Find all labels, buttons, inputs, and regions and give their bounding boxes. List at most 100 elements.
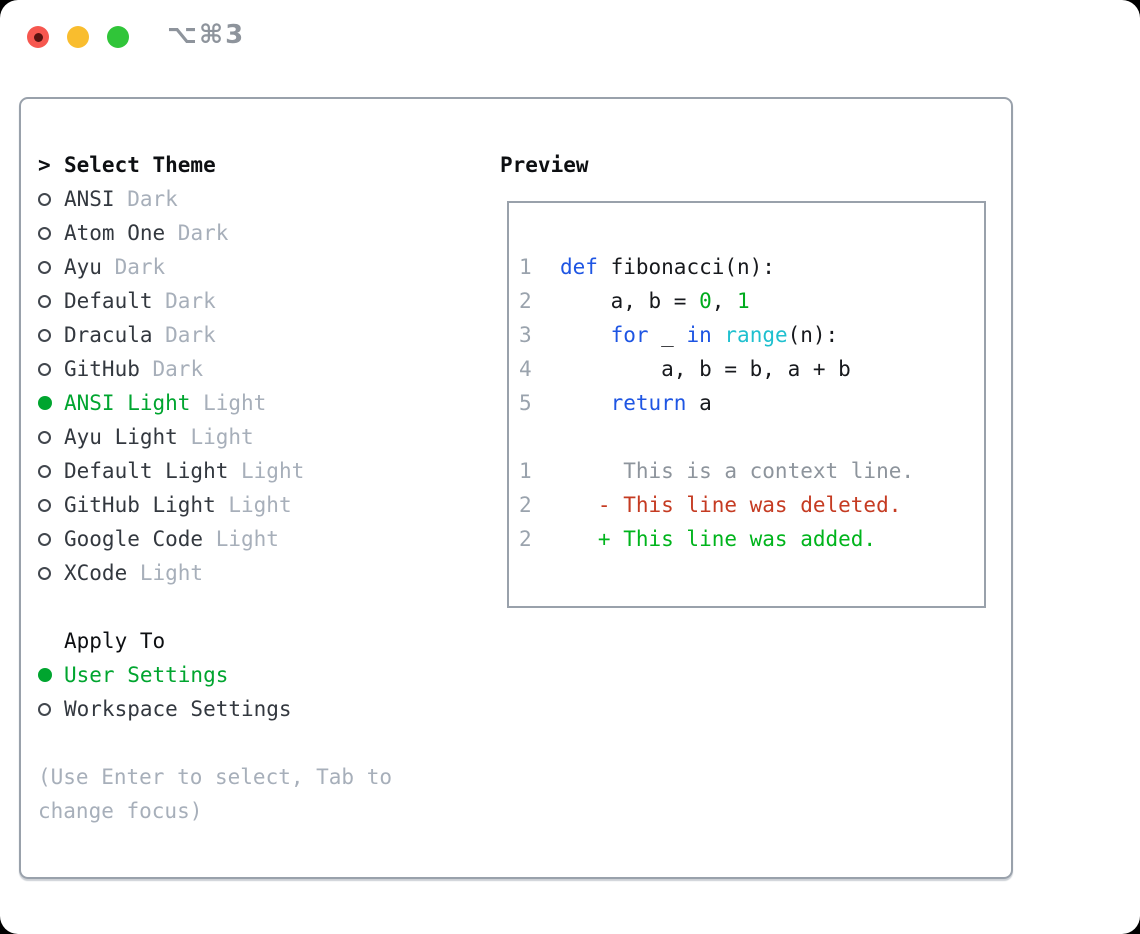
- radio-selected-icon: [38, 396, 52, 410]
- apply-to-option[interactable]: Workspace Settings: [38, 692, 292, 726]
- theme-variant-label: Dark: [165, 323, 216, 347]
- radio-icon: [38, 362, 51, 376]
- code-line: 4 a, b = b, a + b: [519, 352, 984, 386]
- cursor-icon: >: [38, 153, 51, 177]
- radio-slot: [38, 260, 64, 274]
- radio-slot: [38, 532, 64, 546]
- radio-icon: [38, 294, 51, 308]
- theme-list-header: > Select Theme: [38, 148, 304, 182]
- theme-option[interactable]: Default Light Light: [38, 454, 304, 488]
- radio-slot: [38, 464, 64, 478]
- theme-option-label: Atom One Dark: [64, 221, 229, 245]
- apply-to-header-row: Apply To: [38, 624, 292, 658]
- radio-icon: [38, 260, 51, 274]
- radio-icon: [38, 532, 51, 546]
- theme-variant-label: Light: [139, 561, 204, 585]
- radio-icon: [38, 192, 51, 206]
- line-number: 2: [519, 493, 532, 517]
- apply-to-option-label: Workspace Settings: [64, 697, 292, 721]
- line-number: 2: [519, 289, 532, 313]
- theme-option[interactable]: Ayu Light Light: [38, 420, 304, 454]
- theme-option[interactable]: Atom One Dark: [38, 216, 304, 250]
- radio-slot: [38, 668, 64, 682]
- radio-selected-icon: [38, 668, 52, 682]
- diff-line-added: 2 + This line was added.: [519, 522, 984, 556]
- theme-option-label: Ayu Dark: [64, 255, 166, 279]
- theme-variant-label: Dark: [114, 255, 166, 279]
- radio-slot: [38, 328, 64, 342]
- minimize-button[interactable]: [67, 26, 89, 48]
- blank-line: [519, 420, 984, 454]
- theme-list-title: Select Theme: [64, 153, 216, 177]
- preview-title: Preview: [500, 153, 589, 177]
- keyboard-hint: (Use Enter to select, Tab to change focu…: [38, 765, 393, 823]
- unsaved-dot-icon: [33, 32, 43, 42]
- theme-option-label: XCode Light: [64, 561, 204, 585]
- theme-option[interactable]: GitHub Light Light: [38, 488, 304, 522]
- code-line: 2 a, b = 0, 1: [519, 284, 984, 318]
- line-number: 2: [519, 527, 532, 551]
- theme-option-label: Dracula Dark: [64, 323, 216, 347]
- radio-slot: [38, 430, 64, 444]
- radio-icon: [38, 430, 51, 444]
- radio-icon: [38, 498, 51, 512]
- theme-variant-label: Dark: [127, 187, 178, 211]
- theme-option[interactable]: Ayu Dark: [38, 250, 304, 284]
- radio-icon: [38, 464, 51, 478]
- theme-option[interactable]: XCode Light: [38, 556, 304, 590]
- window-controls: [27, 26, 129, 48]
- radio-slot: [38, 226, 64, 240]
- theme-variant-label: Dark: [177, 221, 229, 245]
- apply-to-option[interactable]: User Settings: [38, 658, 292, 692]
- line-number: 5: [519, 391, 532, 415]
- theme-option[interactable]: GitHub Dark: [38, 352, 304, 386]
- theme-dialog-frame: [19, 97, 1013, 879]
- theme-option[interactable]: Dracula Dark: [38, 318, 304, 352]
- diff-line-context: 1 This is a context line.: [519, 454, 984, 488]
- theme-variant-label: Light: [203, 391, 267, 415]
- theme-variant-label: Light: [228, 493, 292, 517]
- theme-option-label: Default Light Light: [64, 459, 305, 483]
- theme-option-label: GitHub Light Light: [64, 493, 292, 517]
- preview-title-row: Preview: [500, 148, 589, 182]
- diff-line-deleted: 2 - This line was deleted.: [519, 488, 984, 522]
- theme-option-label: ANSI Dark: [64, 187, 178, 211]
- radio-slot: [38, 498, 64, 512]
- radio-slot: [38, 566, 64, 580]
- theme-option-label: Ayu Light Light: [64, 425, 254, 449]
- radio-slot: [38, 396, 64, 410]
- diff-sample: 1 This is a context line.2 - This line w…: [519, 454, 984, 556]
- zoom-button[interactable]: [107, 26, 129, 48]
- line-number: 1: [519, 255, 532, 279]
- radio-slot: [38, 192, 64, 206]
- theme-option[interactable]: Google Code Light: [38, 522, 304, 556]
- theme-variant-label: Light: [241, 459, 305, 483]
- radio-icon: [38, 702, 51, 716]
- apply-to-title: Apply To: [64, 629, 166, 653]
- theme-option-label: Default Dark: [64, 289, 216, 313]
- theme-option-label: GitHub Dark: [64, 357, 204, 381]
- apply-to-option-label: User Settings: [64, 663, 229, 687]
- code-line: 5 return a: [519, 386, 984, 420]
- line-number: 3: [519, 323, 532, 347]
- theme-option-label: Google Code Light: [64, 527, 279, 551]
- theme-variant-label: Dark: [165, 289, 216, 313]
- theme-variant-label: Light: [215, 527, 279, 551]
- code-line: 3 for _ in range(n):: [519, 318, 984, 352]
- radio-icon: [38, 328, 51, 342]
- theme-option[interactable]: Default Dark: [38, 284, 304, 318]
- radio-icon: [38, 226, 51, 240]
- theme-option-label: ANSI Light Light: [64, 391, 267, 415]
- theme-option[interactable]: ANSI Dark: [38, 182, 304, 216]
- theme-variant-label: Dark: [152, 357, 204, 381]
- close-button[interactable]: [27, 26, 49, 48]
- radio-slot: [38, 294, 64, 308]
- theme-option[interactable]: ANSI Light Light: [38, 386, 304, 420]
- window-title-shortcut: ⌥⌘3: [167, 20, 246, 50]
